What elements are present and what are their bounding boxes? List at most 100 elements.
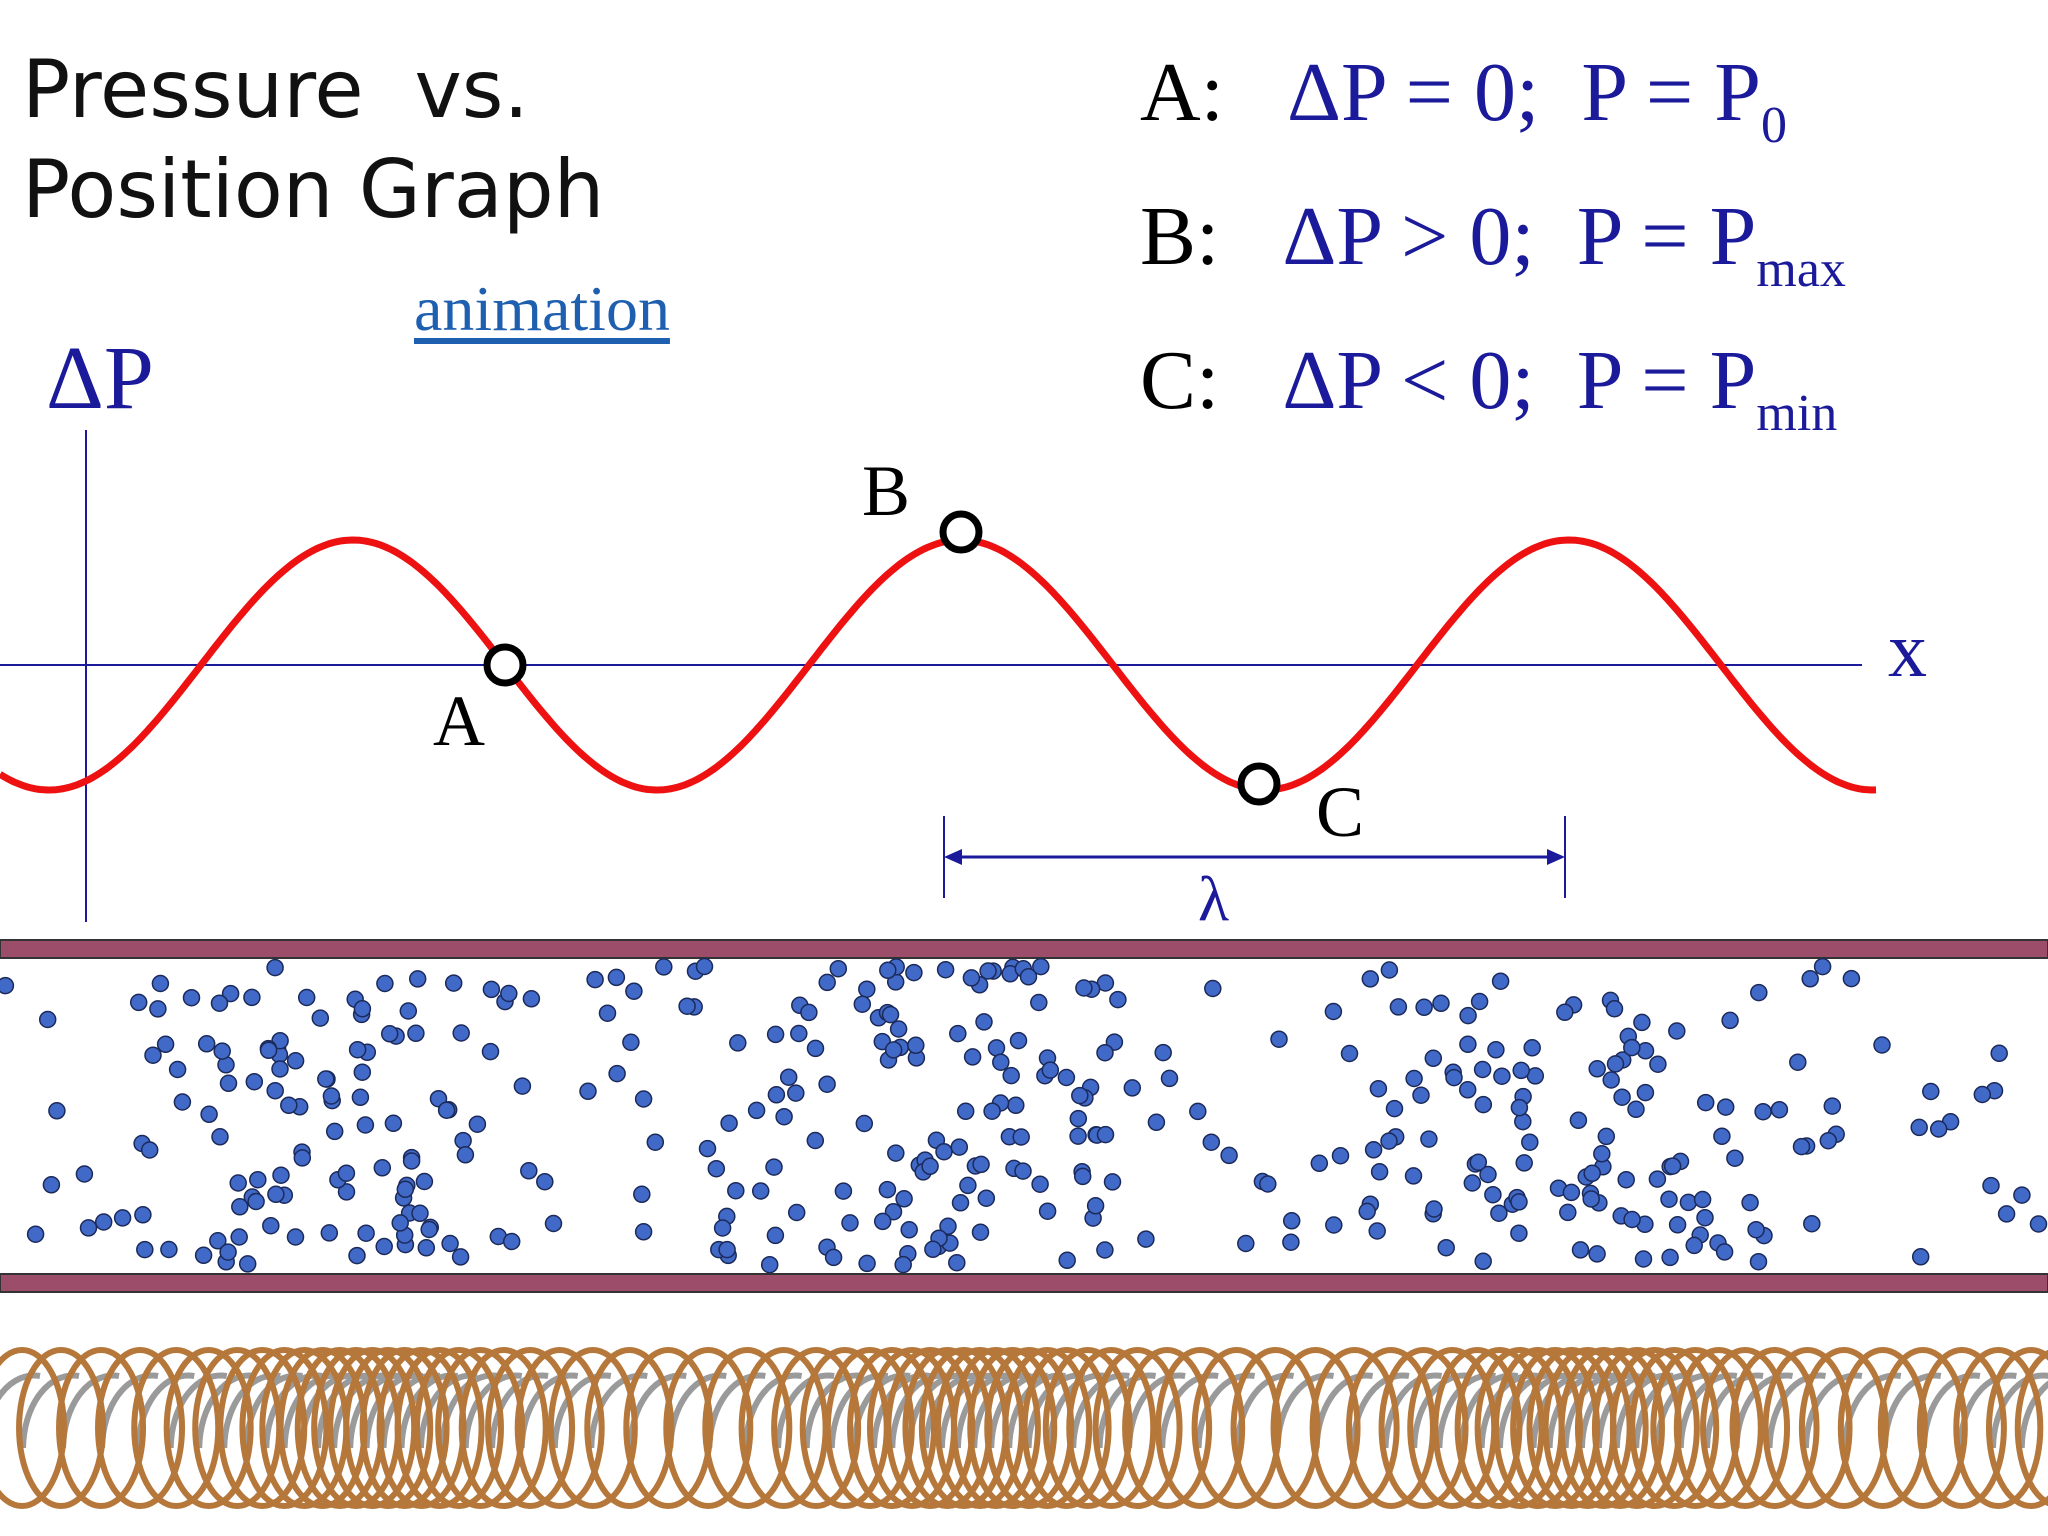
molecule [1220, 1146, 1238, 1165]
air-tube [0, 939, 2048, 1293]
molecule [1331, 1146, 1350, 1165]
molecule [325, 1122, 344, 1141]
molecule [229, 1174, 247, 1192]
molecule [1096, 1125, 1115, 1144]
coil-front [547, 1347, 638, 1509]
molecule [949, 1024, 967, 1043]
coil-back [1349, 1372, 1410, 1449]
molecule [1685, 1236, 1703, 1255]
coil-front [1953, 1347, 2044, 1509]
molecule [194, 1246, 213, 1265]
coil-front [1270, 1347, 1361, 1509]
molecule [280, 1096, 298, 1115]
molecule [1747, 1220, 1765, 1239]
molecule [1597, 1127, 1616, 1146]
molecule [407, 1024, 425, 1043]
molecule [1202, 1133, 1221, 1151]
molecule [829, 959, 848, 978]
molecule [729, 1034, 747, 1052]
molecule [775, 1107, 793, 1126]
molecule [853, 995, 872, 1013]
molecule [936, 960, 955, 979]
animation-link[interactable]: animation [414, 273, 670, 344]
molecule [987, 1039, 1006, 1057]
molecule [1562, 1183, 1581, 1202]
molecule [1715, 1243, 1734, 1261]
molecule [1364, 1141, 1383, 1159]
molecule [353, 1000, 372, 1018]
molecule [598, 1004, 617, 1022]
molecule [1990, 1044, 2008, 1063]
molecule [1582, 1190, 1600, 1208]
coil-front [1432, 1347, 1523, 1509]
coil-back [775, 1372, 835, 1449]
molecule [818, 1075, 836, 1093]
molecule [243, 988, 261, 1007]
molecule [129, 993, 148, 1012]
molecule [441, 1234, 459, 1253]
molecule [266, 958, 284, 977]
molecule [1096, 1241, 1114, 1259]
molecule [948, 1253, 966, 1272]
molecule [1368, 1222, 1386, 1240]
molecule [1602, 1071, 1620, 1089]
molecule [713, 1219, 732, 1237]
molecule [391, 1214, 409, 1232]
coil-front [1877, 1347, 1968, 1509]
molecule [634, 1223, 653, 1241]
molecule [1420, 1130, 1438, 1148]
molecule [1147, 1113, 1166, 1132]
pressure-wave [0, 536, 1877, 794]
molecule [695, 957, 714, 976]
molecule [337, 1164, 356, 1182]
molecule [950, 1138, 969, 1156]
molecule [136, 1240, 154, 1259]
molecule [1014, 1162, 1032, 1180]
molecule [156, 1035, 175, 1054]
coil-front [1798, 1347, 1889, 1509]
molecule [1634, 1250, 1653, 1268]
point-b-marker [939, 510, 983, 554]
molecule [482, 980, 501, 999]
molecule [1693, 1190, 1712, 1209]
molecule [1470, 992, 1489, 1011]
legend-pressure-b: P = Pmax [1576, 190, 1846, 296]
molecule [26, 1225, 45, 1243]
molecule [1606, 1055, 1625, 1073]
molecule [1559, 1203, 1577, 1222]
molecule [231, 1198, 249, 1216]
molecule [247, 1192, 265, 1211]
molecule [1910, 1118, 1928, 1137]
molecule [1789, 1053, 1807, 1071]
coil-front [950, 1347, 1041, 1509]
coil-front [435, 1347, 526, 1509]
molecule [718, 1240, 736, 1259]
coil-back [1313, 1372, 1374, 1449]
molecule [951, 1194, 970, 1212]
molecule [824, 1248, 843, 1267]
molecule [765, 1158, 783, 1176]
molecule [48, 1102, 66, 1120]
molecule [1424, 1049, 1443, 1068]
point-c-marker [1237, 762, 1281, 806]
molecule [1103, 1173, 1122, 1191]
molecule [1009, 1031, 1028, 1050]
molecule [311, 1009, 330, 1027]
molecule [1493, 1067, 1511, 1085]
molecule [889, 1020, 908, 1038]
molecule [939, 1217, 957, 1236]
molecule [536, 1172, 554, 1191]
molecule [1474, 1252, 1492, 1271]
molecule [502, 1232, 521, 1251]
molecule [500, 984, 518, 1003]
molecule [513, 1077, 532, 1095]
legend-pressure-b-text: P = P [1576, 190, 1757, 283]
molecule [1389, 998, 1408, 1016]
molecule [1473, 1060, 1492, 1079]
molecule [1661, 1248, 1679, 1267]
molecule [956, 1102, 975, 1121]
molecule [607, 968, 626, 987]
coil-back [1957, 1372, 2017, 1449]
molecule [1721, 1011, 1739, 1030]
molecule [210, 994, 229, 1012]
